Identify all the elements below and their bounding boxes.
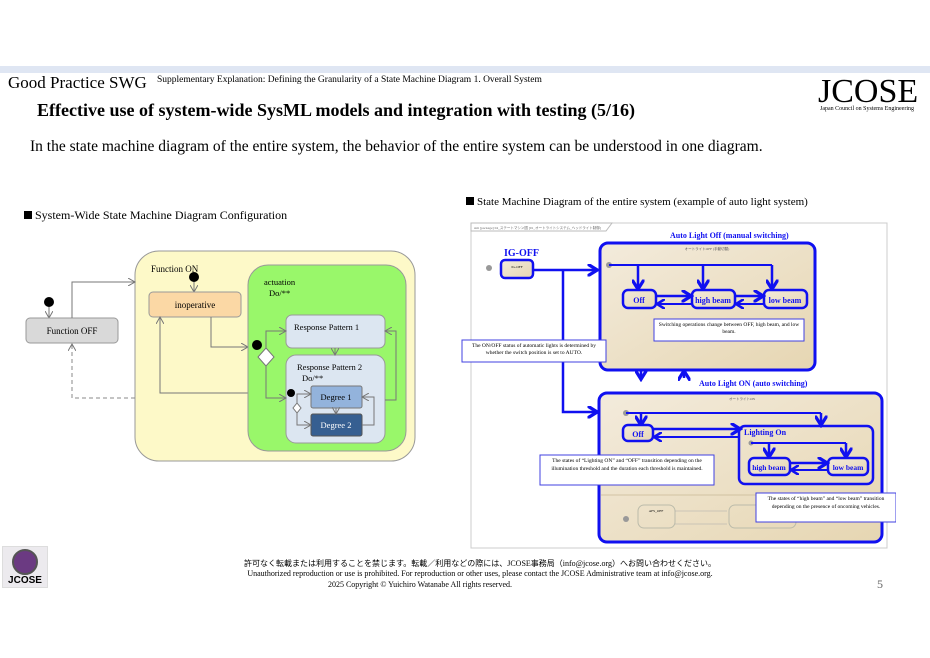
- response-pattern-1-label: Response Pattern 1: [294, 322, 359, 332]
- initial-node-icon: [623, 516, 629, 522]
- slide-title: Effective use of system-wide SysML model…: [37, 100, 635, 120]
- top-band: [0, 66, 930, 73]
- lighting-on-state: [737, 424, 875, 486]
- auto-light-on-title: Auto Light ON (auto switching): [699, 379, 808, 388]
- callout-switching-text: Switching operations change between OFF,…: [658, 322, 800, 335]
- auto-light-on-inner-label: オートライトON: [729, 396, 756, 401]
- ig-off-title: IG-OFF: [504, 248, 539, 259]
- initial-node-icon: [44, 297, 54, 307]
- corner-logo-text: JCOSE: [8, 575, 42, 586]
- callout-auto-text: The ON/OFF status of automatic lights is…: [471, 343, 597, 356]
- ig-off-state-label: IG-OFF: [511, 265, 522, 269]
- left-section-heading-text: System-Wide State Machine Diagram Config…: [35, 208, 288, 222]
- callout-switching: [653, 318, 805, 342]
- bullet-square-icon: [24, 211, 32, 219]
- ig-off-state: [499, 258, 535, 280]
- logo-emblem-icon: [12, 549, 38, 575]
- right-section-heading-text: State Machine Diagram of the entire syst…: [477, 196, 808, 208]
- afs-off-label: AFS_OFF: [649, 509, 664, 513]
- auto-light-off-inner-label: オートライトOFF (手動切替): [685, 246, 730, 251]
- brand-title: Good Practice SWG: [8, 73, 147, 92]
- response-pattern-2-do-label: Do/**: [302, 373, 323, 383]
- initial-node-icon: [287, 389, 295, 397]
- left-section-heading: System-Wide State Machine Diagram Config…: [24, 208, 287, 223]
- auto-light-off-title: Auto Light Off (manual switching): [670, 231, 789, 240]
- footer-en: Unauthorized reproduction or use is proh…: [247, 569, 713, 578]
- high-beam-label-manual: high beam: [695, 296, 731, 305]
- inoperative-state: [148, 291, 242, 318]
- actuation-do-label: Do/**: [269, 288, 290, 298]
- right-section-heading: State Machine Diagram of the entire syst…: [466, 196, 808, 208]
- page-number: 5: [877, 577, 883, 591]
- degree-2-label: Degree 2: [321, 420, 352, 430]
- callout-lighting-text: The states of “Lighting ON” and “OFF” tr…: [551, 458, 703, 472]
- low-beam-label-auto: low beam: [833, 463, 864, 472]
- response-pattern-2-label: Response Pattern 2: [297, 362, 362, 372]
- lead-text: In the state machine diagram of the enti…: [30, 138, 763, 155]
- initial-node-icon: [189, 272, 199, 282]
- frame-tab-label: stm [package] 04_ステートマシン図 [01_オートライトシステム…: [474, 225, 601, 230]
- off-label-auto: Off: [632, 430, 644, 439]
- footer-jp: 許可なく転載または利用することを禁じます。転載／利用などの際には、JCOSE事務…: [244, 559, 716, 568]
- callout-beam: [755, 492, 896, 523]
- off-label-manual: Off: [633, 296, 645, 305]
- callout-auto: [461, 339, 607, 363]
- high-beam-label-auto: high beam: [752, 463, 786, 472]
- frame-tab: [470, 222, 613, 232]
- function-on-label: Function ON: [151, 264, 199, 274]
- corner-logo: JCOSE: [2, 546, 48, 588]
- jcose-logo-subtitle: Japan Council on Systems Engineering: [820, 106, 914, 112]
- afs-off-state: [637, 504, 676, 529]
- system-wide-state-diagram: Function ON inoperative Function OFF act…: [25, 250, 416, 462]
- footer-copyright: 2025 Copyright © Yuichiro Watanabe All r…: [327, 580, 513, 589]
- initial-node-icon: [252, 340, 262, 350]
- jcose-logo: JCOSE: [818, 73, 919, 110]
- function-off-label: Function OFF: [47, 326, 98, 336]
- inoperative-label: inoperative: [175, 300, 215, 310]
- bullet-square-icon: [466, 197, 474, 205]
- actuation-label: actuation: [264, 277, 296, 287]
- callout-lighting: [539, 454, 715, 486]
- degree-1-label: Degree 1: [321, 392, 352, 402]
- slide-subtitle: Supplementary Explanation: Defining the …: [157, 75, 542, 85]
- lighting-on-label: Lighting On: [744, 428, 787, 437]
- low-beam-label-manual: low beam: [769, 296, 802, 305]
- callout-beam-text: The states of “high beam” and “low beam”…: [767, 496, 885, 510]
- initial-node-icon: [486, 265, 492, 271]
- auto-light-state-diagram: stm [package] 04_ステートマシン図 [01_オートライトシステム…: [461, 222, 896, 549]
